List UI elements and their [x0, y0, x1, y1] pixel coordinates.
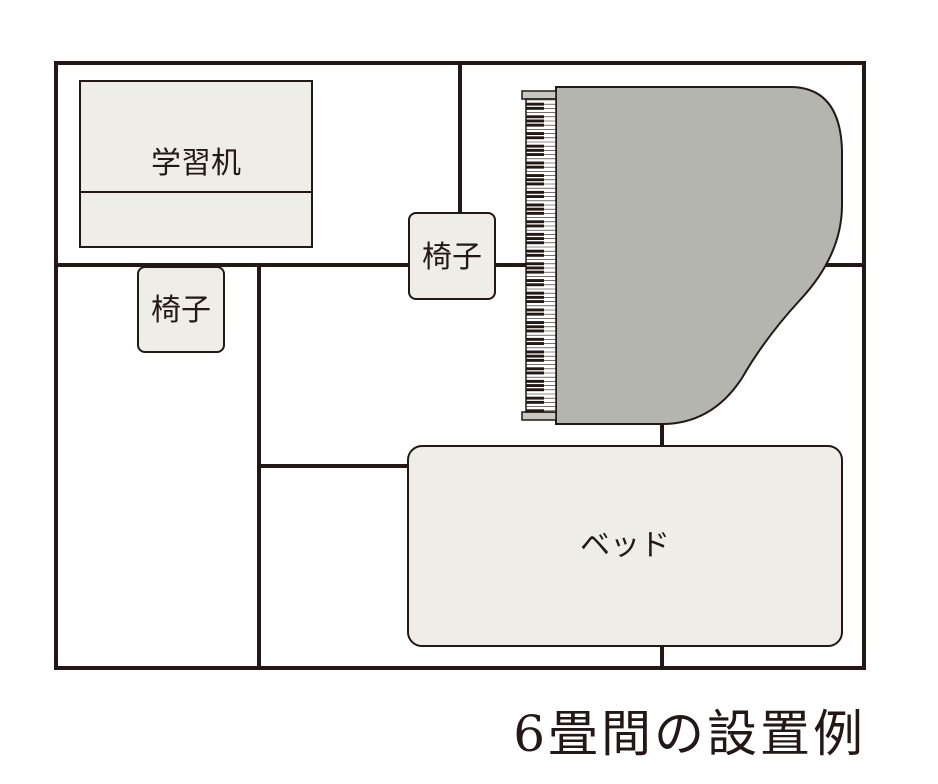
- keyboard-cap-top: [521, 90, 557, 100]
- keyboard-cap-bottom: [521, 411, 557, 421]
- bed-label: ベッド: [580, 528, 670, 563]
- plan-caption: 6畳間の設置例: [513, 705, 866, 763]
- chair-right-label: 椅子: [422, 240, 482, 275]
- piano-body: [555, 86, 843, 425]
- desk-label: 学習机: [151, 146, 241, 181]
- grand-piano: [521, 86, 843, 425]
- piano-keys: [526, 99, 556, 413]
- chair-left-label: 椅子: [151, 293, 211, 328]
- chair-right: 椅子: [408, 212, 496, 300]
- study-desk: 学習机: [79, 80, 313, 248]
- chair-left: 椅子: [137, 266, 225, 353]
- bed: ベッド: [407, 445, 843, 647]
